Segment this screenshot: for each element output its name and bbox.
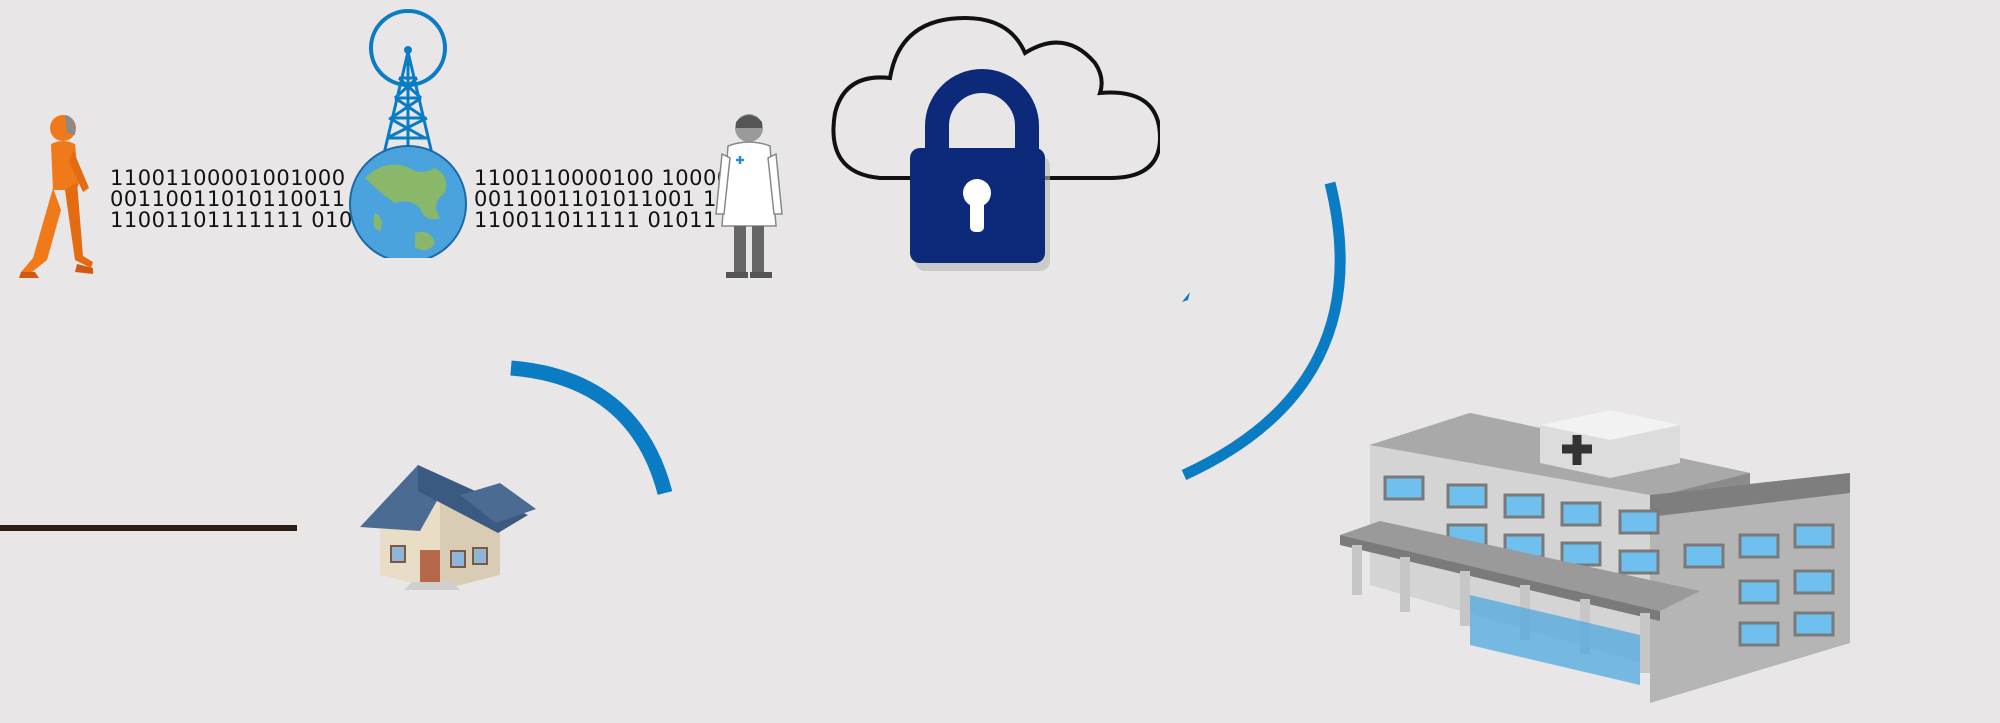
cloud-lock-icon [831, 15, 1160, 271]
house-icon [360, 465, 536, 590]
binary-line: 11001100001001000 [110, 166, 346, 190]
binary-line: 11001101111111 01011 [110, 208, 381, 232]
progress-arc-fragment [1182, 292, 1190, 302]
doctor-icon [715, 114, 783, 278]
hospital-icon [1340, 410, 1850, 703]
binary-stream-left: 11001100001001000 00110011010110011 0 11… [110, 168, 381, 231]
timeline-line [0, 525, 297, 531]
progress-arc-left [510, 360, 673, 495]
binary-line: 00110011010110011 0 [110, 187, 367, 211]
binary-line: 0011001101011001 10 [474, 187, 731, 211]
progress-arc-right [1181, 181, 1346, 480]
binary-line: 1100110000100 10000 [474, 166, 731, 190]
walking-patient-icon [19, 115, 93, 278]
binary-stream-right: 1100110000100 10000 0011001101011001 10 … [474, 168, 731, 231]
binary-line: 110011011111 01011 [474, 208, 717, 232]
globe-tower-icon [349, 9, 467, 258]
